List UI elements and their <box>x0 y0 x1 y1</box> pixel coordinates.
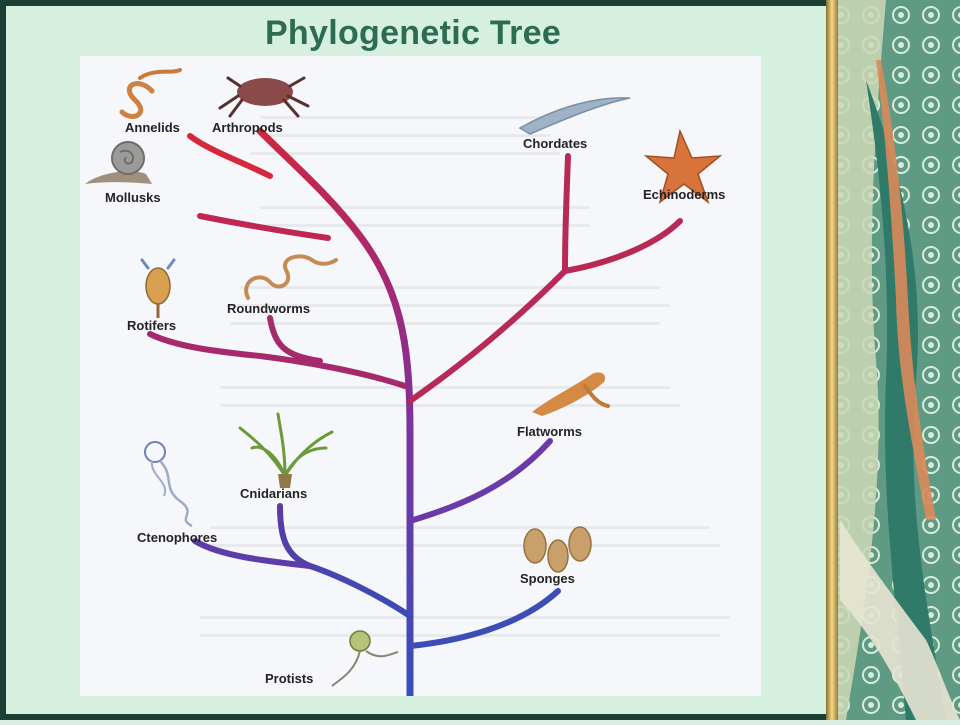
sponge-illustration <box>523 526 592 573</box>
label-arthropods: Arthropods <box>212 120 283 135</box>
label-echinoderms: Echinoderms <box>643 187 725 202</box>
label-mollusks: Mollusks <box>105 190 161 205</box>
flatworm-illustration <box>532 372 610 416</box>
echinoderm-illustration <box>643 128 723 205</box>
ctenophore-illustration <box>144 441 193 528</box>
label-chordates: Chordates <box>523 136 587 151</box>
label-roundworms: Roundworms <box>227 301 310 316</box>
arthropod-illustration <box>218 76 310 118</box>
label-protists: Protists <box>265 671 313 686</box>
label-flatworms: Flatworms <box>517 424 582 439</box>
label-cnidarians: Cnidarians <box>240 486 307 501</box>
mollusk-illustration <box>85 141 152 184</box>
phylogenetic-tree-diagram: Annelids Arthropods Chordates Echinoderm… <box>80 56 761 696</box>
rotifer-illustration <box>140 258 176 318</box>
label-ctenophores: Ctenophores <box>137 530 217 545</box>
chordate-illustration <box>518 97 631 135</box>
protist-illustration <box>331 630 399 687</box>
label-sponges: Sponges <box>520 571 575 586</box>
label-annelids: Annelids <box>125 120 180 135</box>
cnidarian-illustration <box>238 412 334 488</box>
decorative-side-strip <box>826 0 960 720</box>
roundworm-illustration <box>244 254 338 300</box>
annelid-illustration <box>119 68 182 119</box>
slide-title: Phylogenetic Tree <box>264 14 562 52</box>
tree-branches <box>147 127 683 696</box>
slide-frame: Phylogenetic Tree <box>80 14 761 696</box>
label-rotifers: Rotifers <box>127 318 176 333</box>
